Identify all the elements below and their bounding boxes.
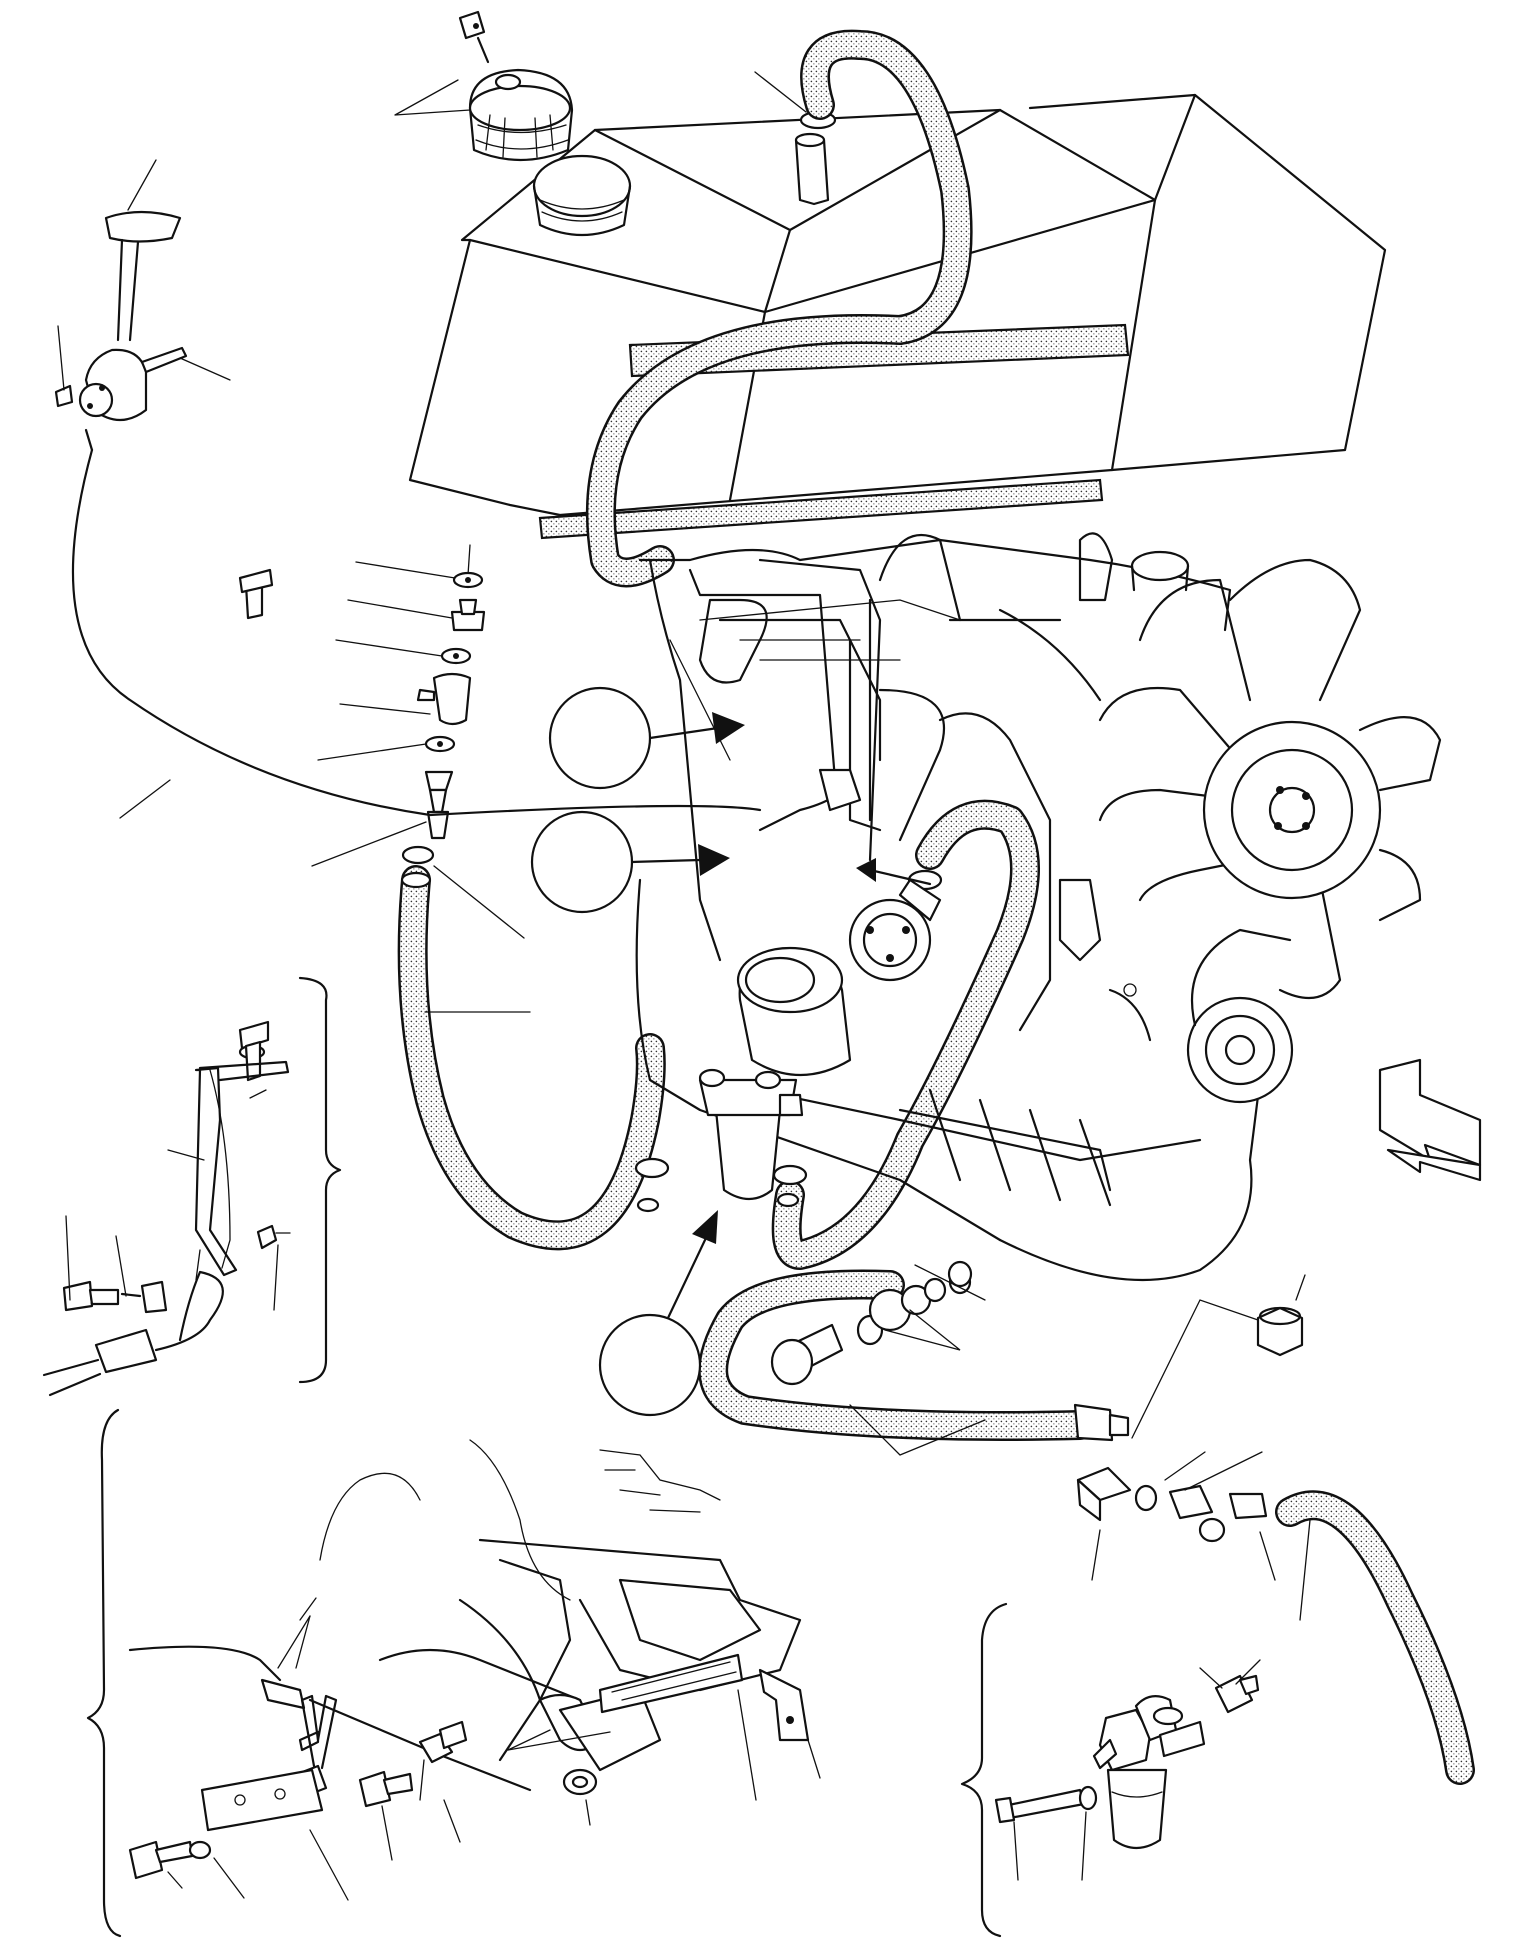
- fuel-filter-clamps: [634, 1157, 808, 1213]
- tank-mounting-strap-upper: [628, 323, 1130, 378]
- water-pump-pulley: [1186, 928, 1294, 1104]
- detail-filter-view: [960, 1602, 1260, 1938]
- filler-cap-key: [458, 10, 490, 64]
- tank-mounting-strap-lower: [538, 478, 1104, 540]
- leader-lines-throttle: [57, 159, 231, 391]
- leader-lines-filter-detail: [1013, 1659, 1261, 1881]
- fuel-filter: [698, 1068, 804, 1201]
- fuel-return-hose: [771, 799, 1040, 1270]
- vent-hose-clamp-and-fitting: [794, 110, 837, 206]
- injection-pump-flange: [848, 898, 932, 982]
- oil-filter: [736, 946, 852, 1076]
- injection-lines: [688, 558, 945, 862]
- engine-block: [635, 532, 1262, 1282]
- return-hose-detail-arrowhead: [856, 858, 876, 882]
- return-hose-banjo: [898, 869, 943, 922]
- leader-line: [394, 79, 471, 116]
- detail-bracket-view: [42, 568, 342, 1397]
- copper-washer: [947, 1260, 973, 1288]
- hose-end-fitting: [1073, 1403, 1130, 1442]
- fitting-chain-right: [1076, 1466, 1268, 1543]
- leader-lines-bracket: [65, 1089, 291, 1311]
- throttle-control-knob: [54, 210, 188, 452]
- callout-arrowhead-lower: [692, 1210, 718, 1244]
- return-hose-detail-arrow: [868, 868, 932, 886]
- callout-arrowhead-upper: [712, 712, 745, 744]
- callout-circle-upper: [548, 686, 652, 790]
- tank-outlet-fitting-stack: [416, 544, 486, 840]
- leader-line: [119, 779, 171, 819]
- fuel-supply-hose: [397, 865, 666, 1251]
- callout-arrow-middle: [630, 858, 702, 864]
- detail-filter-hose: [1275, 1490, 1475, 1785]
- supply-hose-clamp: [400, 845, 435, 889]
- callout-arrowhead-middle: [698, 844, 730, 876]
- tank-vent-hose: [585, 29, 973, 588]
- callout-arrow-lower: [666, 1238, 707, 1320]
- leader-lines-fitting-stack: [311, 561, 531, 1013]
- fuel-filler-cap: [468, 68, 574, 162]
- leader-lines-lower-line: [849, 1264, 1306, 1456]
- cooling-fan: [1098, 558, 1442, 1000]
- view-direction-arrow-icon: [1378, 1058, 1482, 1182]
- detail-pump-linkage-view: [86, 1408, 810, 1938]
- lower-fuel-line: [698, 1269, 1095, 1441]
- callout-circle-middle: [530, 810, 634, 914]
- leader-lines-linkage: [167, 1597, 821, 1901]
- leader-lines-right-chain: [1091, 1451, 1311, 1621]
- cap-nut: [1256, 1306, 1304, 1357]
- throttle-cable: [71, 448, 762, 817]
- callout-arrow-upper: [648, 726, 720, 740]
- callout-circle-lower: [598, 1313, 702, 1417]
- tank-filler-neck: [532, 154, 632, 218]
- leader-line: [754, 71, 807, 113]
